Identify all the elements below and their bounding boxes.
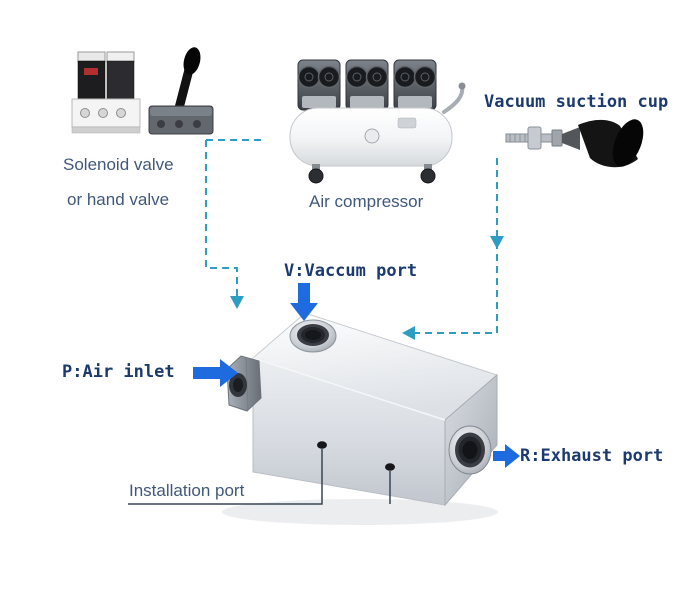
solenoid-valve-illustration xyxy=(71,51,141,134)
vacuum-generator-block-illustration xyxy=(222,312,498,525)
suction-cup-caption: Vacuum suction cup xyxy=(484,92,669,112)
hand-valve-illustration xyxy=(148,47,214,135)
exhaust-port-arrow xyxy=(493,444,520,468)
flow-arrowheads xyxy=(230,236,504,340)
vacuum-port-label: V:Vaccum port xyxy=(284,261,418,281)
flow-arrow-left-to-vacuum-port xyxy=(402,326,415,340)
exhaust-port-label: R:Exhaust port xyxy=(520,446,664,466)
air-inlet-arrow xyxy=(193,359,238,387)
flow-line-suction-to-vacuum-port xyxy=(414,158,498,334)
installation-port-label: Installation port xyxy=(129,481,245,500)
flow-arrow-down-to-inlet xyxy=(230,296,244,309)
installation-hole-1 xyxy=(317,441,327,449)
solenoid-valve-caption-line2: or hand valve xyxy=(67,190,170,209)
port-arrows xyxy=(193,283,520,468)
installation-hole-2 xyxy=(385,463,395,471)
installation-pointer-line-1 xyxy=(128,449,323,505)
vacuum-port-hole xyxy=(289,319,337,353)
air-compressor-illustration xyxy=(289,59,466,184)
air-inlet-label: P:Air inlet xyxy=(62,362,175,382)
flow-arrow-down-suction-line xyxy=(490,236,504,249)
air-inlet-fitting xyxy=(226,355,262,412)
flow-lines xyxy=(205,139,498,334)
air-compressor-caption: Air compressor xyxy=(309,192,424,211)
exhaust-port-hole xyxy=(448,425,492,475)
flow-line-valve-to-inlet xyxy=(205,140,238,296)
vacuum-suction-cup-illustration xyxy=(505,119,644,168)
solenoid-valve-caption-line1: Solenoid valve xyxy=(63,155,174,174)
installation-pointer-lines xyxy=(128,449,391,505)
vacuum-port-arrow xyxy=(290,283,318,321)
